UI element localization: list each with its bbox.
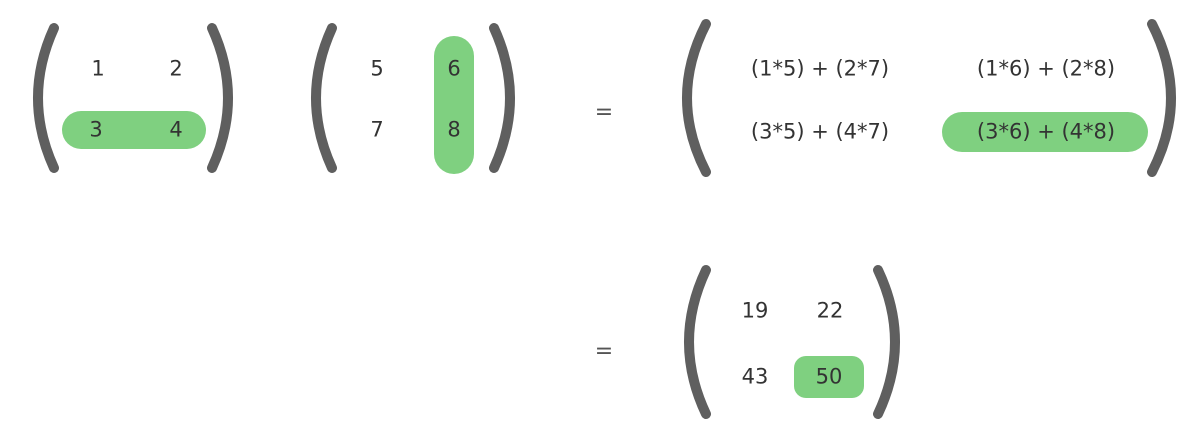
product-result-r2c1: 43 [741, 364, 769, 389]
product-expanded-r2c2: (3*6) + (4*8) [976, 119, 1116, 144]
product-result-r2c2-highlight [794, 356, 864, 398]
product-expanded-left-bracket [682, 19, 711, 177]
product-result-r1c1: 19 [741, 298, 769, 323]
equals-sign-1: = [594, 100, 614, 125]
matrix-a-r2c1: 3 [89, 117, 103, 142]
product-result-r2c2: 50 [815, 364, 843, 389]
product-result-r1c2: 22 [816, 298, 844, 323]
equals-sign-2: = [594, 339, 614, 364]
product-expanded-right-bracket [1147, 19, 1176, 177]
matrix-a-r1c1: 1 [91, 56, 105, 81]
matrix-a-r1c2: 2 [169, 56, 183, 81]
matrix-b-r2c1: 7 [370, 117, 384, 142]
matrix-a-r2c2: 4 [169, 117, 183, 142]
product-result-right-bracket [873, 265, 900, 419]
matrix-b-right-bracket [489, 23, 515, 173]
matrix-b-r1c1: 5 [370, 56, 384, 81]
matrix-a-left-bracket [33, 23, 59, 173]
matrix-b-r1c2: 6 [447, 56, 461, 81]
matrix-b-column-2-highlight [434, 36, 474, 174]
matrix-a-right-bracket [207, 23, 233, 173]
product-result-left-bracket [684, 265, 711, 419]
product-expanded-r1c1: (1*5) + (2*7) [750, 56, 890, 81]
product-expanded-r1c2: (1*6) + (2*8) [976, 56, 1116, 81]
product-expanded-r2c2-highlight [942, 112, 1148, 152]
matrix-a-row-2-highlight [62, 111, 206, 149]
matrix-b-r2c2: 8 [447, 117, 461, 142]
matrix-b-left-bracket [311, 23, 337, 173]
product-expanded-r2c1: (3*5) + (4*7) [750, 119, 890, 144]
